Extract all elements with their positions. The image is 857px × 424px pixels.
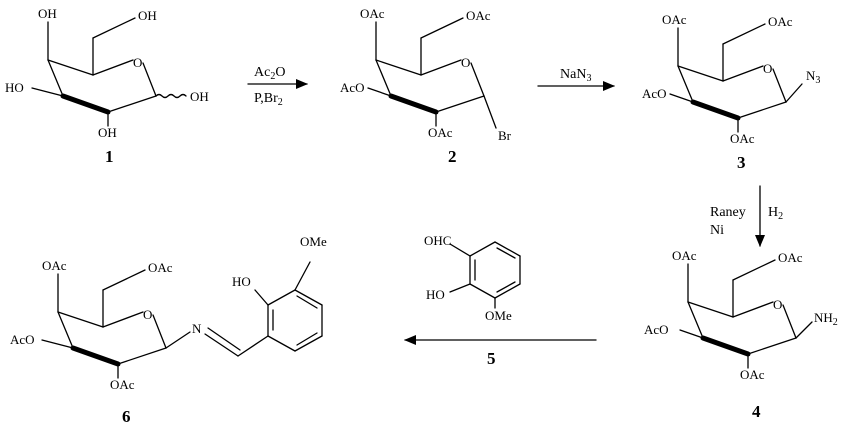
reagent-raney: Raney — [710, 205, 746, 220]
substituent-label: OH — [38, 6, 57, 21]
reagent-ac2o: Ac2O — [254, 65, 285, 82]
reagent-ni: Ni — [710, 223, 724, 238]
reagent-h2: H2 — [768, 205, 783, 222]
substituent-label: OHC — [424, 233, 451, 248]
substituent-label: AcO — [340, 80, 365, 95]
compound-number: 6 — [122, 407, 131, 424]
substituent-label: OH — [138, 8, 157, 23]
imine-nitrogen: N — [192, 321, 202, 336]
substituent-label: OAc — [662, 12, 687, 27]
compound-4: O OAc OAc AcO OAc NH2 4 — [644, 248, 838, 421]
reagent-nan3: NaN3 — [560, 67, 591, 84]
compound-number: 1 — [105, 147, 114, 166]
substituent-label: NH2 — [814, 310, 838, 328]
substituent-label: OMe — [300, 234, 327, 249]
reaction-arrow-2: NaN3 — [537, 67, 615, 91]
pyranose-ring — [31, 17, 157, 127]
pyranose-ring — [679, 259, 813, 369]
substituent-label: AcO — [642, 86, 667, 101]
substituent-label: OAc — [768, 14, 793, 29]
reaction-arrow-4: 5 — [404, 335, 597, 368]
compound-number: 3 — [737, 153, 746, 172]
substituent-label: OAc — [428, 125, 453, 140]
benzene-ring — [449, 241, 521, 309]
compound-1: O OH OH HO OH OH 1 — [5, 6, 209, 166]
compound-number: 4 — [752, 402, 761, 421]
ring-oxygen: O — [143, 307, 152, 322]
reaction-arrow-1: Ac2O P,Br2 — [247, 65, 308, 108]
compound-6: O OAc OAc AcO OAc N 6 — [10, 258, 202, 424]
substituent-label: OAc — [730, 131, 755, 146]
substituent-label: OH — [190, 89, 209, 104]
pyranose-ring — [669, 23, 803, 133]
compound-3: O OAc OAc AcO OAc N3 3 — [642, 12, 820, 172]
compound-number: 2 — [448, 147, 457, 166]
substituent-label: OAc — [360, 6, 385, 21]
substituent-label: OAc — [42, 258, 67, 273]
substituent-label: OAc — [672, 248, 697, 263]
substituent-label: OAc — [466, 8, 491, 23]
substituent-label: AcO — [10, 332, 35, 347]
aldehyde-5: OHC HO OMe — [424, 233, 521, 323]
substituent-label: Br — [498, 128, 512, 143]
substituent-label: OH — [98, 125, 117, 140]
substituent-label: AcO — [644, 322, 669, 337]
reagent-pbr2: P,Br2 — [254, 91, 283, 108]
substituent-label: OMe — [485, 308, 512, 323]
pyranose-ring — [41, 269, 191, 379]
compound-number: 5 — [487, 349, 496, 368]
ring-oxygen: O — [133, 55, 142, 70]
ring-oxygen: O — [773, 297, 782, 312]
ring-oxygen: O — [763, 61, 772, 76]
substituent-label: HO — [5, 80, 24, 95]
ring-oxygen: O — [461, 55, 470, 70]
substituent-label: N3 — [806, 68, 820, 86]
reaction-arrow-3: Raney Ni H2 — [710, 185, 783, 247]
phenol-ring — [204, 261, 323, 357]
substituent-label: OAc — [110, 377, 135, 392]
substituent-label: HO — [232, 274, 251, 289]
substituent-label: OAc — [778, 250, 803, 265]
substituent-label: HO — [426, 287, 445, 302]
substituent-label: OAc — [740, 367, 765, 382]
compound-2: O OAc OAc AcO OAc Br 2 — [340, 6, 512, 166]
wavy-bond — [155, 93, 187, 99]
pyranose-ring — [367, 17, 497, 129]
substituent-label: OAc — [148, 260, 173, 275]
